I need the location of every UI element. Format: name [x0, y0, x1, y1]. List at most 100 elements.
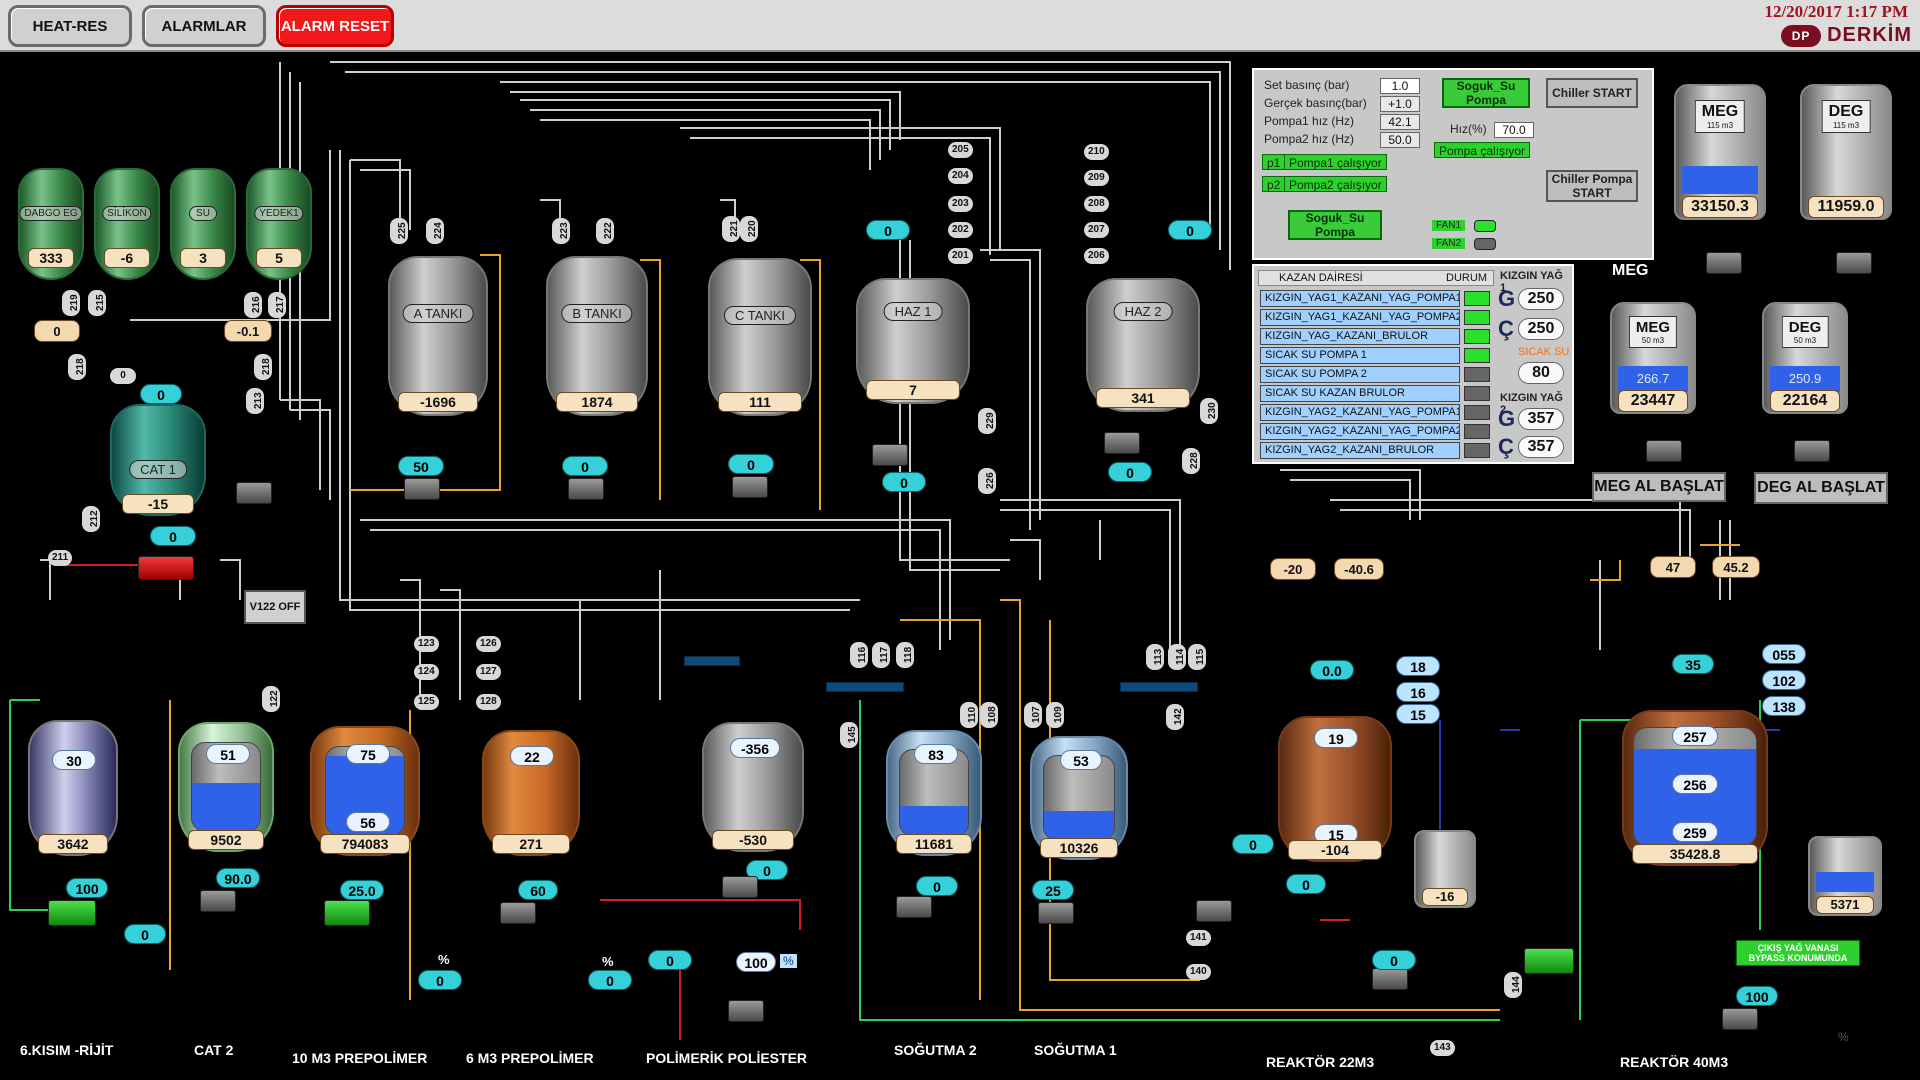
pump-motor[interactable] — [1372, 968, 1408, 990]
valve-229[interactable]: 229 — [978, 408, 996, 434]
valve-215[interactable]: 215 — [88, 290, 106, 316]
pump-motor[interactable] — [1104, 432, 1140, 454]
pump-motor[interactable] — [872, 444, 908, 466]
soguk-su-pompa-button[interactable]: Soguk_Su Pompa — [1442, 78, 1530, 108]
tank-a[interactable]: A TANKI -1696 — [388, 256, 488, 416]
valve-115[interactable]: 115 — [1188, 644, 1206, 670]
valve-218[interactable]: 218 — [68, 354, 86, 380]
valve-223[interactable]: 223 — [552, 218, 570, 244]
reactor-cat2[interactable]: 51 9502 — [178, 722, 274, 852]
valve-228[interactable]: 228 — [1182, 448, 1200, 474]
valve-116[interactable]: 116 — [850, 642, 868, 668]
valve-143[interactable]: 143 — [1430, 1040, 1455, 1056]
tank-c[interactable]: C TANKI 111 — [708, 258, 812, 416]
valve-114[interactable]: 114 — [1168, 644, 1186, 670]
tank-cat1[interactable]: CAT 1 -15 — [110, 404, 206, 516]
valve-113[interactable]: 113 — [1146, 644, 1164, 670]
valve-109[interactable]: 109 — [1046, 702, 1064, 728]
valve-107[interactable]: 107 — [1024, 702, 1042, 728]
pump-motor[interactable] — [48, 900, 96, 926]
speed-pct-input[interactable]: 70.0 — [1494, 122, 1534, 138]
pump-motor[interactable] — [568, 478, 604, 500]
reactor-sogutma2[interactable]: 83 11681 — [886, 730, 982, 856]
pump-motor[interactable] — [500, 902, 536, 924]
valve-206[interactable]: 206 — [1084, 248, 1109, 264]
reactor-22m3[interactable]: 19 15 -104 — [1278, 716, 1392, 862]
reactor-40m3[interactable]: 257 256 259 35428.8 — [1622, 710, 1768, 866]
reactor-sogutma1[interactable]: 53 10326 — [1030, 736, 1128, 860]
tank-b[interactable]: B TANKI 1874 — [546, 256, 648, 416]
valve-141[interactable]: 141 — [1186, 930, 1211, 946]
aux-tank[interactable]: 5371 — [1808, 836, 1882, 916]
valve-225[interactable]: 225 — [390, 218, 408, 244]
valve-201[interactable]: 201 — [948, 248, 973, 264]
pump-motor[interactable] — [1722, 1008, 1758, 1030]
heat-res-button[interactable]: HEAT-RES — [8, 5, 132, 47]
valve-208[interactable]: 208 — [1084, 196, 1109, 212]
valve-125[interactable]: 125 — [414, 694, 439, 710]
pump-motor[interactable] — [404, 478, 440, 500]
valve-203[interactable]: 203 — [948, 196, 973, 212]
chiller-pompa-start-button[interactable]: Chiller Pompa START — [1546, 170, 1638, 202]
valve-204[interactable]: 204 — [948, 168, 973, 184]
pump-motor[interactable] — [722, 876, 758, 898]
valve-118[interactable]: 118 — [896, 642, 914, 668]
tank-yedek1[interactable]: YEDEK1 5 — [246, 168, 312, 280]
reactor-polimerik[interactable]: -356 -530 — [702, 722, 804, 852]
pump-motor-alarm[interactable] — [138, 556, 194, 580]
tank-haz2[interactable]: HAZ 2 341 — [1086, 278, 1200, 412]
valve-144[interactable]: 144 — [1504, 972, 1522, 998]
valve-216[interactable]: 216 — [244, 292, 262, 318]
valve-220[interactable]: 220 — [740, 216, 758, 242]
pump-motor[interactable] — [324, 900, 370, 926]
valve-108[interactable]: 108 — [980, 702, 998, 728]
reactor-6m3[interactable]: 22 271 — [482, 730, 580, 856]
pump-motor[interactable] — [1706, 252, 1742, 274]
valve-126[interactable]: 126 — [476, 636, 501, 652]
valve-222[interactable]: 222 — [596, 218, 614, 244]
pump-motor[interactable] — [1836, 252, 1872, 274]
pump-motor[interactable] — [200, 890, 236, 912]
pump-motor[interactable] — [896, 896, 932, 918]
tank-dabgo-eg[interactable]: DABGO EG 333 — [18, 168, 84, 280]
valve-224[interactable]: 224 — [426, 218, 444, 244]
pump-motor[interactable] — [1646, 440, 1682, 462]
valve-209[interactable]: 209 — [1084, 170, 1109, 186]
valve-128[interactable]: 128 — [476, 694, 501, 710]
valve-213[interactable]: 213 — [246, 388, 264, 414]
valve-202[interactable]: 202 — [948, 222, 973, 238]
valve-142[interactable]: 142 — [1166, 704, 1184, 730]
tank-su[interactable]: SU 3 — [170, 168, 236, 280]
pump-motor[interactable] — [1038, 902, 1074, 924]
alarmlar-button[interactable]: ALARMLAR — [142, 5, 266, 47]
valve-218b[interactable]: 218 — [254, 354, 272, 380]
valve-140[interactable]: 140 — [1186, 964, 1211, 980]
valve-210[interactable]: 210 — [1084, 144, 1109, 160]
valve-127[interactable]: 127 — [476, 664, 501, 680]
reactor-6kisim[interactable]: 30 3642 — [28, 720, 118, 856]
valve-122[interactable]: 122 — [262, 686, 280, 712]
set-pressure-input[interactable]: 1.0 — [1380, 78, 1420, 94]
pump-motor[interactable] — [1524, 948, 1574, 974]
soguk-su-pompa-button-2[interactable]: Soguk_Su Pompa — [1288, 210, 1382, 240]
tank-silikon[interactable]: SİLİKON -6 — [94, 168, 160, 280]
chiller-start-button[interactable]: Chiller START — [1546, 78, 1638, 108]
pump-motor[interactable] — [732, 476, 768, 498]
pump-motor[interactable] — [1196, 900, 1232, 922]
alarm-reset-button[interactable]: ALARM RESET — [276, 5, 394, 47]
v122-off-button[interactable]: V122 OFF — [244, 590, 306, 624]
valve-230[interactable]: 230 — [1200, 398, 1218, 424]
valve-212[interactable]: 212 — [82, 506, 100, 532]
valve-145[interactable]: 145 — [840, 722, 858, 748]
valve-226[interactable]: 226 — [978, 468, 996, 494]
valve-221[interactable]: 221 — [722, 216, 740, 242]
tank-haz1[interactable]: HAZ 1 7 — [856, 278, 970, 404]
meg-al-baslat-button[interactable]: MEG AL BAŞLAT — [1592, 472, 1726, 502]
valve-124[interactable]: 124 — [414, 664, 439, 680]
valve-123[interactable]: 123 — [414, 636, 439, 652]
pump-motor[interactable] — [1794, 440, 1830, 462]
